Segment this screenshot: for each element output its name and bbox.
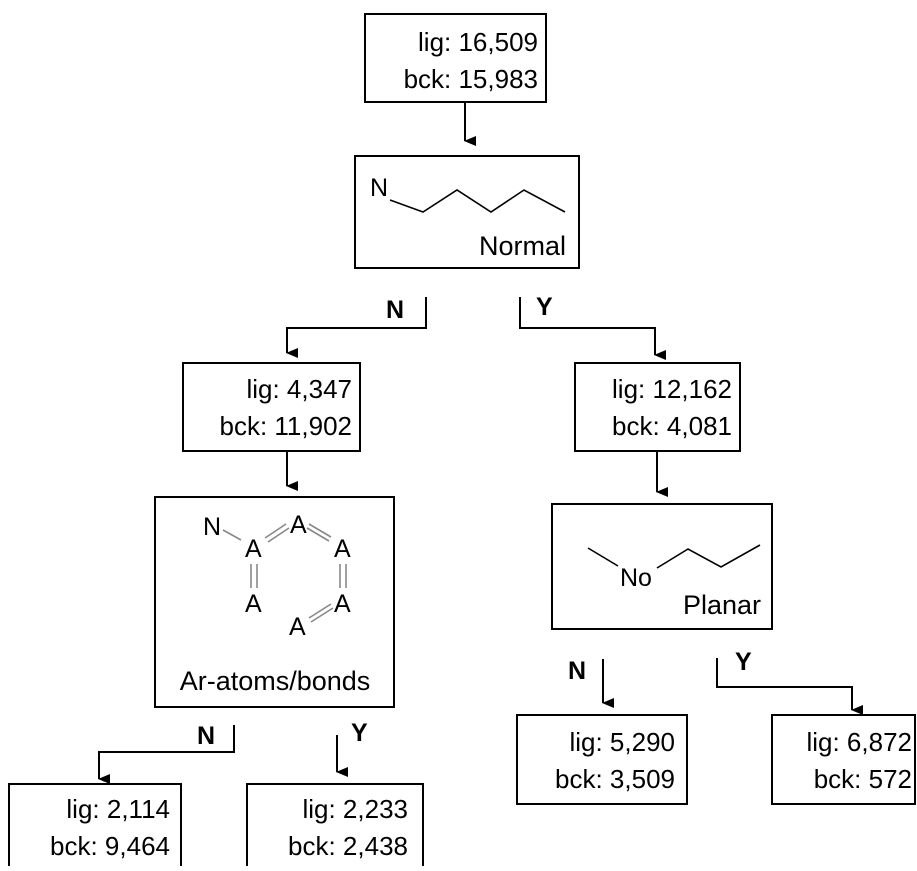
leaf-nn-lig: lig: 2,114 <box>66 794 170 824</box>
y1-bck: bck: 4,081 <box>612 411 732 441</box>
leaf-yn-lig: lig: 5,290 <box>569 727 675 757</box>
normal-yes-connector <box>519 297 666 360</box>
leaf-yn-bck: bck: 3,509 <box>555 764 675 794</box>
leaf-ny: lig: 2,233 bck: 2,438 <box>246 783 424 871</box>
n1-node: lig: 4,347 bck: 11,902 <box>182 362 361 452</box>
bond-a2-a3-1 <box>308 523 332 538</box>
normal-no-label: N <box>386 296 404 324</box>
normal-chain <box>389 189 566 213</box>
bond-a5-a6-2 <box>310 607 334 623</box>
normal-no-branch: N <box>286 296 427 358</box>
normal-n-atom: N <box>370 174 388 202</box>
normal-node: N Normal <box>354 155 580 269</box>
normal-no-connector <box>286 297 427 358</box>
planar-no-atom: No <box>620 564 652 592</box>
normal-yes-label: Y <box>536 293 553 321</box>
planar-yes-connector <box>716 658 863 715</box>
aromatic-node: N A A A A A A Ar-atoms/bonds <box>154 496 395 708</box>
bond-a2-a3-2 <box>306 527 330 542</box>
bond-a1-a2-2 <box>267 527 290 543</box>
aromatic-yes-branch: Y <box>336 719 368 777</box>
bond-a1-a2-1 <box>264 523 287 539</box>
atom-a2: A <box>290 511 307 539</box>
leaf-ny-lig: lig: 2,233 <box>302 794 408 824</box>
atom-a3: A <box>334 535 351 563</box>
planar-node: No Planar <box>551 503 773 630</box>
planar-label: Planar <box>683 590 761 620</box>
leaf-yn: lig: 5,290 bck: 3,509 <box>516 714 688 805</box>
atom-a1: A <box>245 535 262 563</box>
atom-a5: A <box>334 590 351 618</box>
aromatic-yes-label: Y <box>351 719 368 747</box>
normal-yes-branch: Y <box>519 293 666 360</box>
planar-yes-branch: Y <box>716 648 863 715</box>
aromatic-no-branch: N <box>98 722 235 784</box>
atom-a4: A <box>245 590 262 618</box>
root-node: lig: 16,509 bck: 15,983 <box>364 13 547 103</box>
aromatic-no-connector <box>98 725 235 784</box>
root-bck: bck: 15,983 <box>404 64 538 94</box>
n1-lig: lig: 4,347 <box>246 374 352 404</box>
leaf-nn-bck: bck: 9,464 <box>50 831 170 861</box>
aromatic-no-label: N <box>197 722 215 750</box>
leaf-yy-lig: lig: 6,872 <box>806 727 912 757</box>
n1-bck: bck: 11,902 <box>219 411 352 441</box>
y1-lig: lig: 12,162 <box>612 374 732 404</box>
planar-left-bond <box>587 547 619 567</box>
leaf-yy-bck: bck: 572 <box>814 764 912 794</box>
planar-no-label: N <box>568 657 586 685</box>
leaf-ny-bck: bck: 2,438 <box>288 831 408 861</box>
atom-a6: A <box>289 613 306 641</box>
aromatic-n-atom: N <box>203 513 221 541</box>
normal-label: Normal <box>479 231 566 261</box>
root-lig: lig: 16,509 <box>418 27 538 57</box>
bond-n-a1 <box>222 529 242 541</box>
y1-node: lig: 12,162 bck: 4,081 <box>574 362 741 452</box>
planar-no-branch: N <box>568 657 614 708</box>
aromatic-label: Ar-atoms/bonds <box>180 666 371 696</box>
leaf-yy: lig: 6,872 bck: 572 <box>771 714 916 805</box>
planar-right-chain <box>656 544 761 569</box>
planar-yes-label: Y <box>735 648 752 676</box>
leaf-nn: lig: 2,114 bck: 9,464 <box>8 783 182 871</box>
bond-a5-a6-1 <box>308 603 332 619</box>
